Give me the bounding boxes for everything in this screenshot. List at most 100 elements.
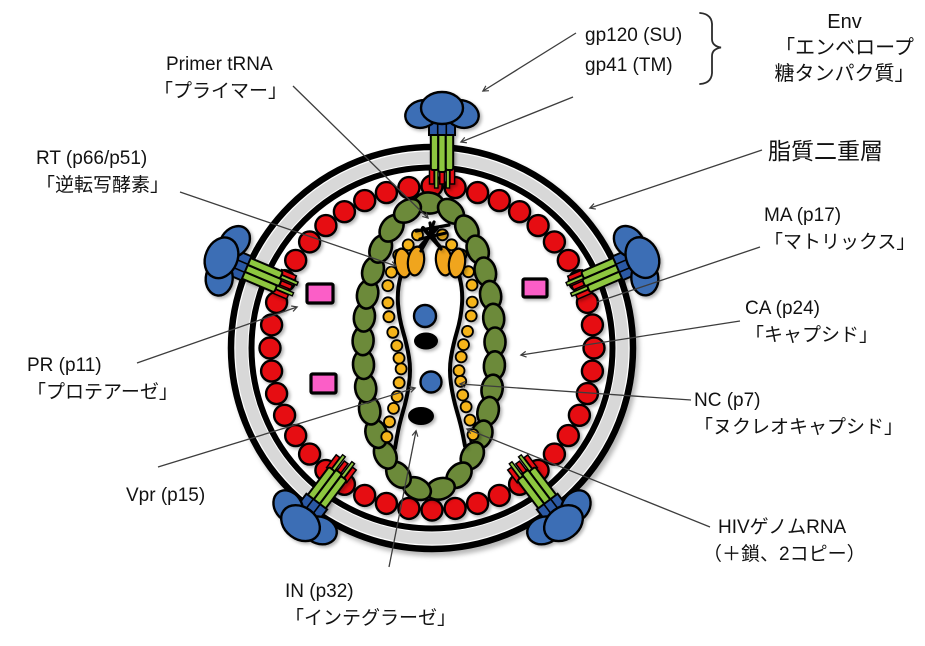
label-nc: NC (p7) 「ヌクレオキャプシド」 [694,387,903,441]
genome-rna-leader-line [465,427,711,528]
matrix-bead [397,496,421,521]
env-brace [699,12,722,85]
trna-stroke [414,223,451,233]
label-lipid-bilayer: 脂質二重層 [768,138,883,165]
matrix-bead [542,230,567,254]
nc-bead [464,309,478,323]
in-particle [408,407,434,425]
primer-trna-leader-line [292,85,430,220]
nc-bead [457,338,470,352]
matrix-bead [353,188,377,213]
label-gp41: gp41 (TM) [585,55,673,76]
label-vpr: Vpr (p15) [126,482,205,509]
label-pr: PR (p11) 「プロテアーゼ」 [27,352,178,406]
nc-bead [401,238,415,252]
vpr-leader-line [157,386,417,468]
label-text: 「マトリックス」 [764,232,916,253]
label-text: Vpr (p15) [126,485,206,506]
matrix-bead [526,213,550,238]
matrix-bead [582,336,606,360]
rt-subunit [447,247,467,279]
vpr-ball [419,370,443,394]
rt-subunit [406,245,426,277]
nc-bead [380,430,394,444]
nc-bead [382,310,396,324]
primer-trna-structure [414,220,451,253]
nc-bead [456,388,470,402]
vpr-ball [412,303,438,329]
label-gp120-gp41: gp120 (SU) gp41 (TM) [585,21,682,81]
ca-leader-line [519,320,741,358]
nc-bead [465,278,479,292]
matrix-bead [314,213,338,238]
label-text: 「エンベロープ [775,37,914,59]
label-text: CA (p24) [745,298,820,319]
nc-bead [454,374,468,388]
nc-bead [454,350,468,364]
label-text: 「ヌクレオキャプシド」 [694,417,904,438]
matrix-bead [258,336,282,360]
matrix-bead [284,248,308,273]
label-text: IN (p32) [285,581,354,602]
pr-square [309,372,338,395]
label-primer-trna: Primer tRNA 「プライマー」 [154,51,287,105]
in-leader-line [388,429,419,568]
label-rt: RT (p66/p51) 「逆転写酵素」 [36,145,169,199]
label-text: NC (p7) [694,390,761,411]
label-text: 「プライマー」 [154,81,288,102]
nc-bead [381,279,395,293]
matrix-bead [420,498,444,522]
trna-stroke [418,231,448,241]
matrix-bead [487,188,511,213]
gp120-leader-line [481,32,577,92]
matrix-bead [297,442,322,466]
pr-square [305,282,335,305]
matrix-bead [556,248,580,273]
core-particles [408,303,443,425]
matrix-bead [332,199,357,224]
matrix-bead [567,403,592,427]
label-text: 「逆転写酵素」 [36,175,170,196]
label-gp120: gp120 (SU) [585,25,683,46]
label-text: RT (p66/p51) [36,148,148,169]
label-in: IN (p32) 「インテグラーゼ」 [285,578,456,632]
matrix-bead [465,180,490,205]
gp41-leader-line [459,96,574,144]
nc-leader-line [458,380,692,401]
leader-lines [136,12,763,568]
lipid-bilayer-leader-line [588,149,763,210]
matrix-bead [580,359,605,383]
label-ca: CA (p24) 「キャプシド」 [745,295,878,349]
label-ma: MA (p17) 「マトリックス」 [764,202,915,256]
label-text: PR (p11) [27,355,102,376]
reverse-transcriptase-blobs [393,245,467,279]
nc-bead [392,376,406,390]
nc-bead [386,325,400,339]
nc-bead [387,401,400,415]
nc-bead [383,415,396,429]
nc-bead [394,362,408,376]
rt-leader-line [179,191,398,268]
nc-bead [392,351,406,365]
label-env: Env 「エンベロープ 糖タンパク質」 [762,9,925,87]
ma-leader-line [596,246,761,303]
nc-bead [445,238,459,252]
matrix-bead [259,313,284,337]
matrix-bead [374,180,399,205]
matrix-bead [443,496,467,521]
nc-bead [381,296,395,310]
matrix-bead [507,199,532,224]
label-text: 「キャプシド」 [745,325,879,346]
matrix-bead [284,423,308,448]
pr-square [521,277,549,299]
matrix-bead [259,359,284,383]
label-text: 脂質二重層 [768,138,883,164]
in-particle [414,332,438,350]
pr-leader-line [136,305,299,364]
nc-bead [390,339,404,353]
label-text: MA (p17) [764,205,842,226]
label-text: （＋鎖、2コピー） [703,544,866,565]
label-text: Env [827,11,862,33]
